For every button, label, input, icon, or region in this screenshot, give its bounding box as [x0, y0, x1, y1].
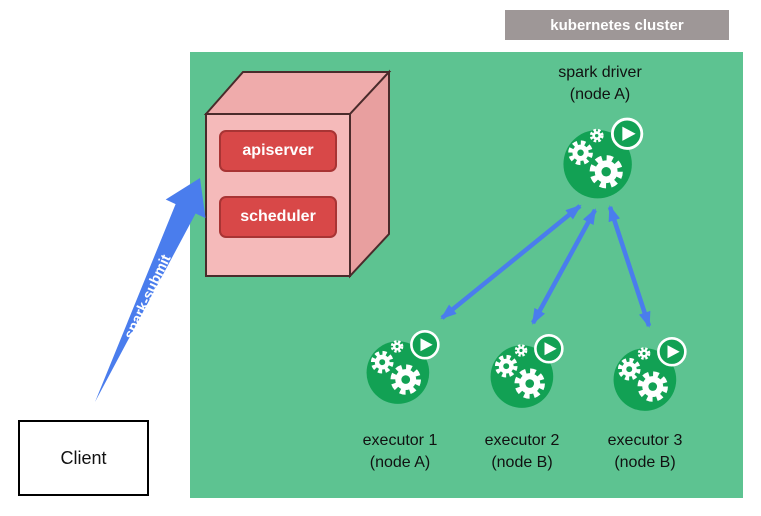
executor-1-title: executor 1	[362, 432, 438, 449]
driver-executor3-arrow	[607, 205, 652, 328]
executor-2-node: (node B)	[491, 454, 553, 471]
executor-1-label: executor 1 (node A)	[330, 430, 470, 474]
apiserver-label: apiserver	[242, 142, 314, 159]
apiserver-box: apiserver	[219, 130, 337, 172]
spark-driver-label: spark driver (node A)	[520, 62, 680, 106]
executor-3-icon	[614, 338, 686, 411]
kubernetes-cluster-label: kubernetes cluster	[505, 10, 729, 40]
executor-2-title: executor 2	[484, 432, 560, 449]
spark-submit-arrow	[95, 178, 206, 402]
driver-executor2-arrow	[531, 208, 597, 325]
spark-driver-title: spark driver	[558, 64, 642, 81]
executor-3-label: executor 3 (node B)	[575, 430, 715, 474]
kubernetes-cluster-label-text: kubernetes cluster	[550, 16, 684, 34]
scheduler-box: scheduler	[219, 196, 337, 238]
client-label: Client	[60, 447, 107, 468]
client-box: Client	[18, 420, 149, 496]
scheduler-label: scheduler	[240, 208, 316, 225]
driver-executor1-arrow	[440, 204, 582, 320]
executor-2-icon	[491, 335, 563, 408]
executor-1-icon	[367, 331, 439, 404]
spark-driver-node: (node A)	[569, 86, 631, 103]
executor-3-node: (node B)	[614, 454, 676, 471]
executor-1-node: (node A)	[369, 454, 431, 471]
executor-3-title: executor 3	[607, 432, 683, 449]
executor-2-label: executor 2 (node B)	[452, 430, 592, 474]
control-plane-cube	[203, 69, 392, 279]
spark-driver-icon	[563, 119, 641, 198]
